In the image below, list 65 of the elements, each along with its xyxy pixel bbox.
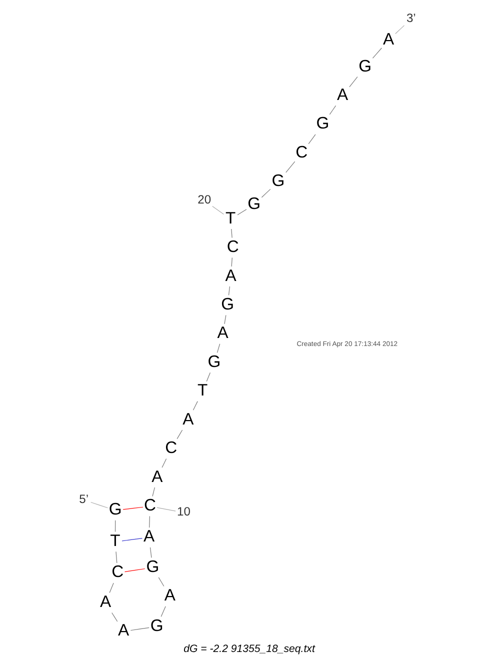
node-text: A [164,586,176,605]
connector [158,577,164,587]
node-text: 20 [198,192,212,206]
node-text: G [248,194,261,213]
node-text: A [217,323,228,342]
node-text: C [165,438,178,458]
connector [112,612,118,622]
node-text: A [382,29,394,48]
connector [349,76,358,88]
node-text: A [152,466,163,486]
node-text: G [150,616,164,635]
node-text: C [296,142,308,162]
connector [156,507,176,512]
connector [206,372,210,382]
connector [162,458,167,468]
connector [122,538,142,542]
connector [116,551,118,564]
node-text: G [272,170,285,190]
connector [160,606,166,617]
node-text: A [118,620,130,640]
node-text: A [182,409,194,428]
node-text: G [358,56,372,76]
node-text: A [143,526,155,546]
node-text: C [226,237,239,256]
node-text: C [144,496,156,515]
node-text: A [100,592,112,611]
connector [329,105,336,115]
connector [231,257,232,267]
connector [130,627,150,631]
connector [308,134,316,144]
node-text: G [208,352,221,371]
connector [212,206,224,215]
connector [395,25,405,34]
connector [231,228,232,238]
connector [228,286,230,296]
connector [261,188,271,198]
node-text: T [197,380,208,400]
connector [237,209,247,216]
connector [90,502,108,508]
connector [224,314,226,324]
connector [122,506,144,510]
connector [152,487,155,497]
connector [114,520,116,532]
node-text: G [146,556,160,576]
node-text: G [221,294,234,314]
node-text: A [225,266,236,285]
node-text: 10 [177,504,190,518]
connector [124,568,146,572]
node-text: 3’ [406,10,416,25]
node-text: G [316,114,330,133]
connector [176,430,183,440]
node-text: A [337,84,348,104]
connector [286,161,296,173]
node-text: C [112,562,124,582]
connector [109,582,114,594]
node-text: G [108,500,122,519]
connector [216,344,220,353]
connector [149,516,150,528]
connector [192,401,198,410]
node-text: T [226,208,236,228]
caption: dG = -2.2 91355_18_seq.txt [184,642,315,655]
node-text: T [110,531,120,550]
connector [372,48,382,59]
node-text: 5’ [79,492,89,506]
connector [150,547,152,558]
